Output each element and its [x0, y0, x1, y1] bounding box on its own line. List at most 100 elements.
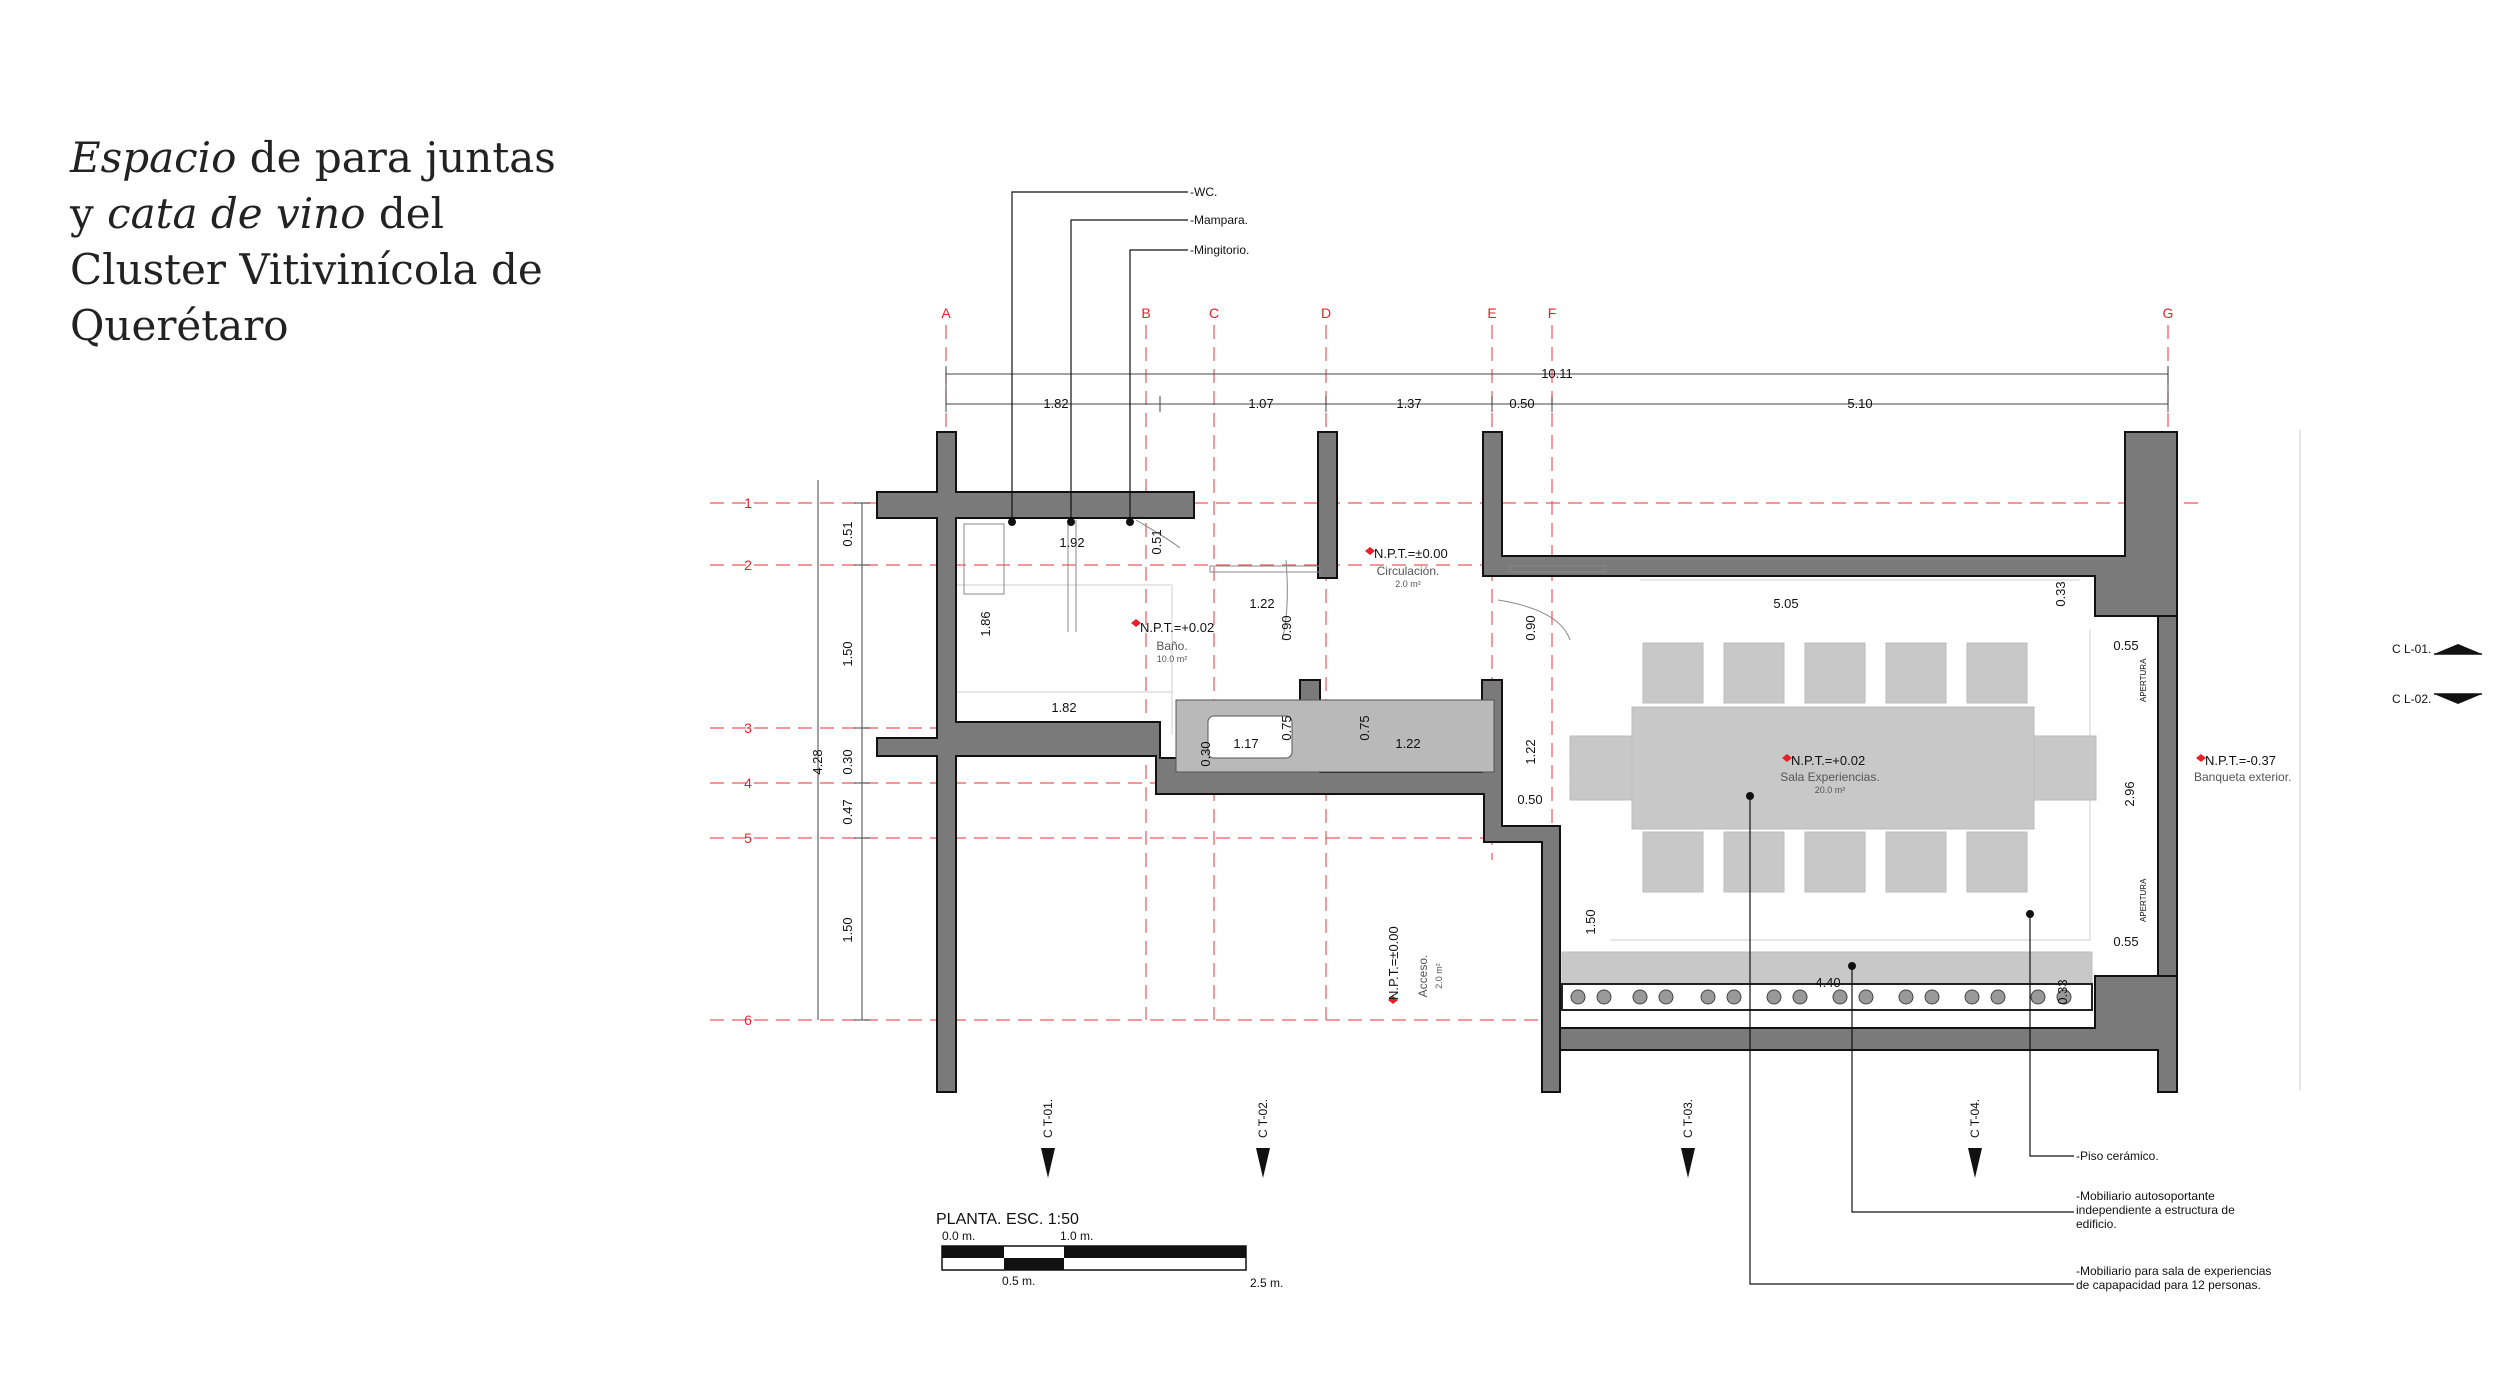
callout-mampara: -Mampara. [1190, 213, 1248, 227]
axis-4: 4 [744, 775, 752, 791]
table-end-left [1569, 735, 1633, 801]
table-end-right [2033, 735, 2097, 801]
dim-090a: 0.90 [1279, 615, 1294, 640]
axis-e: E [1487, 305, 1496, 321]
axis-letters: A B C D E F G [941, 305, 2173, 321]
room-acceso: N.P.T.=±0.00 Acceso. 2.0 m² [1386, 926, 1444, 1004]
dim-left-total: 4.28 [810, 749, 825, 774]
bathroom-fixtures [963, 519, 1606, 641]
scale-label-25: 2.5 m. [1250, 1276, 1283, 1290]
room-name-bano: Baño. [1156, 639, 1187, 653]
dim-top-4: 0.50 [1509, 396, 1534, 411]
section-markers-ct: C T-01. C T-02. C T-03. C T-04. [1041, 1099, 1982, 1178]
dim-192: 1.92 [1059, 535, 1084, 550]
room-name-sala: Sala Experiencias. [1780, 770, 1879, 784]
wall-sala-top [1482, 431, 2178, 617]
wall-partition-d [1317, 431, 1338, 579]
npt-circ: N.P.T.=±0.00 [1374, 546, 1448, 561]
scale-bar: PLANTA. ESC. 1:50 0.0 m. 1.0 m. 0.5 m. 2… [936, 1211, 1283, 1290]
room-name-acceso: Acceso. [1416, 955, 1430, 998]
meeting-table [1631, 706, 2035, 830]
left-dimension-lines [817, 480, 870, 1021]
dim-top-2: 1.07 [1248, 396, 1273, 411]
apertura-2: APERTURA [2139, 878, 2148, 922]
section-ct-01: C T-01. [1041, 1099, 1055, 1138]
axis-numbers: 1 2 3 4 5 6 [744, 495, 752, 1028]
dim-075b: 0.75 [1357, 715, 1372, 740]
title-italic-2: cata de vino [107, 189, 366, 238]
dim-296: 2.96 [2122, 781, 2137, 806]
page-title: Espacio de para juntas y cata de vino de… [70, 130, 590, 354]
note-piso: -Piso cerámico. [2076, 1149, 2159, 1163]
callout-leaders [1011, 191, 2074, 1285]
npt-acceso: N.P.T.=±0.00 [1386, 926, 1401, 1000]
dim-055b: 0.55 [2113, 934, 2138, 949]
wall-sala-bottom [1559, 975, 2178, 1093]
apertura-1: APERTURA [2139, 658, 2148, 702]
dim-051: 0.51 [1149, 529, 1164, 554]
dim-122a: 1.22 [1249, 596, 1274, 611]
axis-2: 2 [744, 557, 752, 573]
bench [1561, 951, 2093, 985]
dim-left-2: 1.50 [840, 641, 855, 666]
sink [1207, 715, 1293, 759]
section-ct-02: C T-02. [1256, 1099, 1270, 1138]
dim-090b: 0.90 [1523, 615, 1538, 640]
section-cl-01: C L-01. [2392, 642, 2431, 656]
dim-033a: 0.33 [2053, 581, 2068, 606]
room-area-acceso: 2.0 m² [1434, 963, 1444, 989]
axis-5: 5 [744, 830, 752, 846]
dim-030: 0.30 [1198, 741, 1213, 766]
scale-label-1: 1.0 m. [1060, 1229, 1093, 1243]
section-markers-cl: C L-01. C L-02. [2392, 642, 2482, 706]
dim-050: 0.50 [1517, 792, 1542, 807]
top-dimension-lines [945, 366, 2169, 412]
dim-122c: 1.22 [1523, 739, 1538, 764]
dim-150: 1.50 [1583, 909, 1598, 934]
dim-top-5: 5.10 [1847, 396, 1872, 411]
dim-505: 5.05 [1773, 596, 1798, 611]
dim-left-1: 0.51 [840, 521, 855, 546]
scale-label-0: 0.0 m. [942, 1229, 975, 1243]
furniture [1561, 642, 2097, 985]
note-mob1-line1: -Mobiliario autosoportante [2076, 1189, 2215, 1203]
scale-title: PLANTA. ESC. 1:50 [936, 1211, 1079, 1228]
axis-c: C [1209, 305, 1219, 321]
dim-top-3: 1.37 [1396, 396, 1421, 411]
dim-122b: 1.22 [1395, 736, 1420, 751]
note-mob1-line2: independiente a estructura de [2076, 1203, 2235, 1217]
axis-b: B [1141, 305, 1150, 321]
section-ct-03: C T-03. [1681, 1099, 1695, 1138]
room-area-sala: 20.0 m² [1815, 785, 1846, 795]
note-mob2-line1: -Mobiliario para sala de experiencias [2076, 1264, 2271, 1278]
axis-3: 3 [744, 720, 752, 736]
callout-wc: -WC. [1190, 185, 1217, 199]
axis-6: 6 [744, 1012, 752, 1028]
dim-117: 1.17 [1233, 736, 1258, 751]
scale-label-05: 0.5 m. [1002, 1274, 1035, 1288]
room-name-circ: Circulación. [1377, 564, 1440, 578]
callouts: -WC. -Mampara. -Mingitorio. [1190, 185, 1249, 257]
axis-d: D [1321, 305, 1331, 321]
apertura-labels: APERTURA APERTURA [2139, 658, 2148, 922]
callout-mingitorio: -Mingitorio. [1190, 243, 1249, 257]
title-text-1: de para juntas y [70, 133, 556, 238]
title-italic-1: Espacio [70, 133, 237, 182]
dim-total: 10.11 [1541, 366, 1573, 381]
planter-row [1561, 983, 2093, 1011]
interior-dimensions: 1.92 0.51 1.86 1.82 1.22 0.90 0.30 1.17 … [978, 529, 2139, 1004]
callout-dots [1008, 518, 2034, 970]
dim-182: 1.82 [1051, 700, 1076, 715]
npt-banq: N.P.T.=-0.37 [2205, 753, 2276, 768]
dim-186: 1.86 [978, 611, 993, 636]
dim-left-4: 0.47 [840, 799, 855, 824]
axis-g: G [2163, 305, 2174, 321]
top-dimensions: 10.11 1.82 1.07 1.37 0.50 5.10 [1043, 366, 1872, 411]
room-circulacion: N.P.T.=±0.00 Circulación. 2.0 m² [1365, 546, 1448, 589]
npt-sala: N.P.T.=+0.02 [1791, 753, 1865, 768]
section-cl-02: C L-02. [2392, 692, 2431, 706]
room-bano: N.P.T.=+0.02 Baño. 10.0 m² [1131, 619, 1214, 664]
dim-top-1: 1.82 [1043, 396, 1068, 411]
left-dimensions: 0.51 1.50 0.30 0.47 1.50 4.28 [810, 521, 855, 942]
